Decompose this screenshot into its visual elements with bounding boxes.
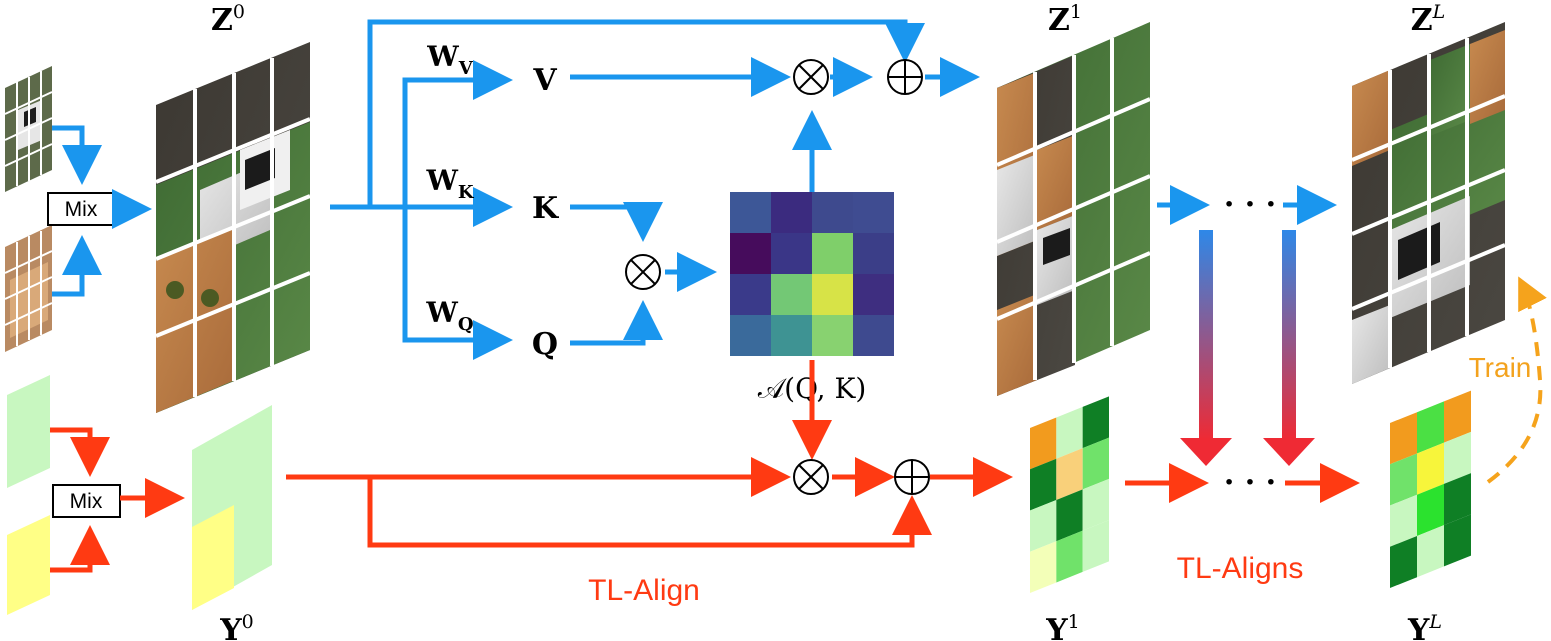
- blue-flow: [330, 19, 980, 360]
- label-cell: [1030, 417, 1057, 470]
- zl-label: ZL: [1411, 1, 1446, 38]
- label-cell: [1056, 489, 1083, 542]
- label-cell: [1417, 401, 1444, 454]
- heatmap-cell: [853, 274, 894, 315]
- label-cell: [1030, 499, 1057, 552]
- heatmap-cell: [812, 315, 853, 356]
- label-cell: [1082, 396, 1109, 449]
- attention-heatmap: [730, 192, 894, 356]
- oplus-bottom: [894, 459, 930, 495]
- wk-label: WK: [425, 164, 474, 203]
- heatmap-cell: [853, 315, 894, 356]
- heatmap-cell: [812, 192, 853, 233]
- otimes-bottom: [793, 459, 829, 495]
- y1-label: Y1: [1045, 611, 1080, 641]
- mix-bottom-label: Mix: [70, 490, 103, 513]
- label-cell: [1056, 448, 1083, 500]
- heatmap-cell: [730, 192, 771, 233]
- mix-top-label: Mix: [65, 198, 98, 221]
- label-cell: [1444, 473, 1471, 526]
- heatmap-cell: [730, 274, 771, 315]
- tl-align-label: TL-Align: [588, 574, 700, 607]
- gradient-arrows: [1180, 230, 1315, 466]
- otimes-av: [793, 59, 829, 95]
- z1-label: Z1: [1048, 1, 1082, 38]
- v-label: V: [532, 63, 557, 98]
- red-flow: [286, 360, 1360, 548]
- label-cell: [1082, 520, 1109, 572]
- heatmap-cell: [853, 192, 894, 233]
- label-cell: [1390, 494, 1417, 547]
- label-source-green: [7, 375, 50, 488]
- otimes-qk: [625, 254, 661, 290]
- label-cell: [1390, 453, 1417, 506]
- heatmap-cell: [771, 274, 812, 315]
- train-arrow: [1486, 276, 1547, 484]
- label-source-yellow: [7, 515, 50, 615]
- k-label: K: [532, 191, 559, 226]
- yl-label: YL: [1407, 611, 1442, 641]
- ellipsis-bottom: · · ·: [1224, 465, 1276, 500]
- heatmap-cell: [730, 233, 771, 274]
- label-cell: [1082, 437, 1109, 490]
- yl-label-map: [1390, 390, 1471, 588]
- label-cell: [1444, 514, 1471, 567]
- oplus-top: [887, 59, 923, 95]
- heatmap-cell: [812, 274, 853, 315]
- source-image-dog: [4, 66, 53, 192]
- heatmap-cell: [771, 315, 812, 356]
- q-label: Q: [532, 327, 558, 362]
- zl-patch-grid: [1351, 22, 1506, 384]
- train-label: Train: [1469, 352, 1532, 383]
- label-cell: [1390, 535, 1417, 588]
- tl-aligns-label: TL-Aligns: [1177, 552, 1304, 585]
- y0-label-map: [192, 405, 272, 610]
- label-cell: [1417, 483, 1444, 536]
- mix-bottom-block: Mix: [50, 427, 185, 573]
- y1-label-map: [1030, 396, 1109, 593]
- label-cell: [1056, 530, 1083, 583]
- label-cell: [1082, 478, 1109, 531]
- mix-bottom-box: [52, 484, 121, 518]
- source-image-cat: [4, 225, 53, 352]
- mix-top-box: [47, 192, 116, 226]
- ellipsis-top: · · ·: [1224, 187, 1276, 222]
- z1-patch-grid: [996, 22, 1151, 396]
- label-cell: [1056, 406, 1083, 459]
- z0-patch-grid: [155, 42, 311, 413]
- heatmap-cell: [853, 233, 894, 274]
- label-cell: [1444, 390, 1471, 443]
- mix-top-block: Mix: [47, 125, 152, 297]
- heatmap-cell: [771, 192, 812, 233]
- heatmap-cell: [771, 233, 812, 274]
- label-cell: [1030, 458, 1057, 511]
- wv-label: WV: [426, 40, 473, 79]
- label-cell: [1417, 442, 1444, 495]
- y0-label: Y0: [219, 611, 254, 641]
- label-cell: [1030, 541, 1057, 593]
- z0-label: Z0: [211, 1, 245, 38]
- heatmap-cell: [812, 233, 853, 274]
- heatmap-cell: [730, 315, 771, 356]
- label-cell: [1444, 431, 1471, 484]
- wq-label: WQ: [425, 296, 473, 335]
- label-cell: [1417, 525, 1444, 578]
- label-cell: [1390, 412, 1417, 465]
